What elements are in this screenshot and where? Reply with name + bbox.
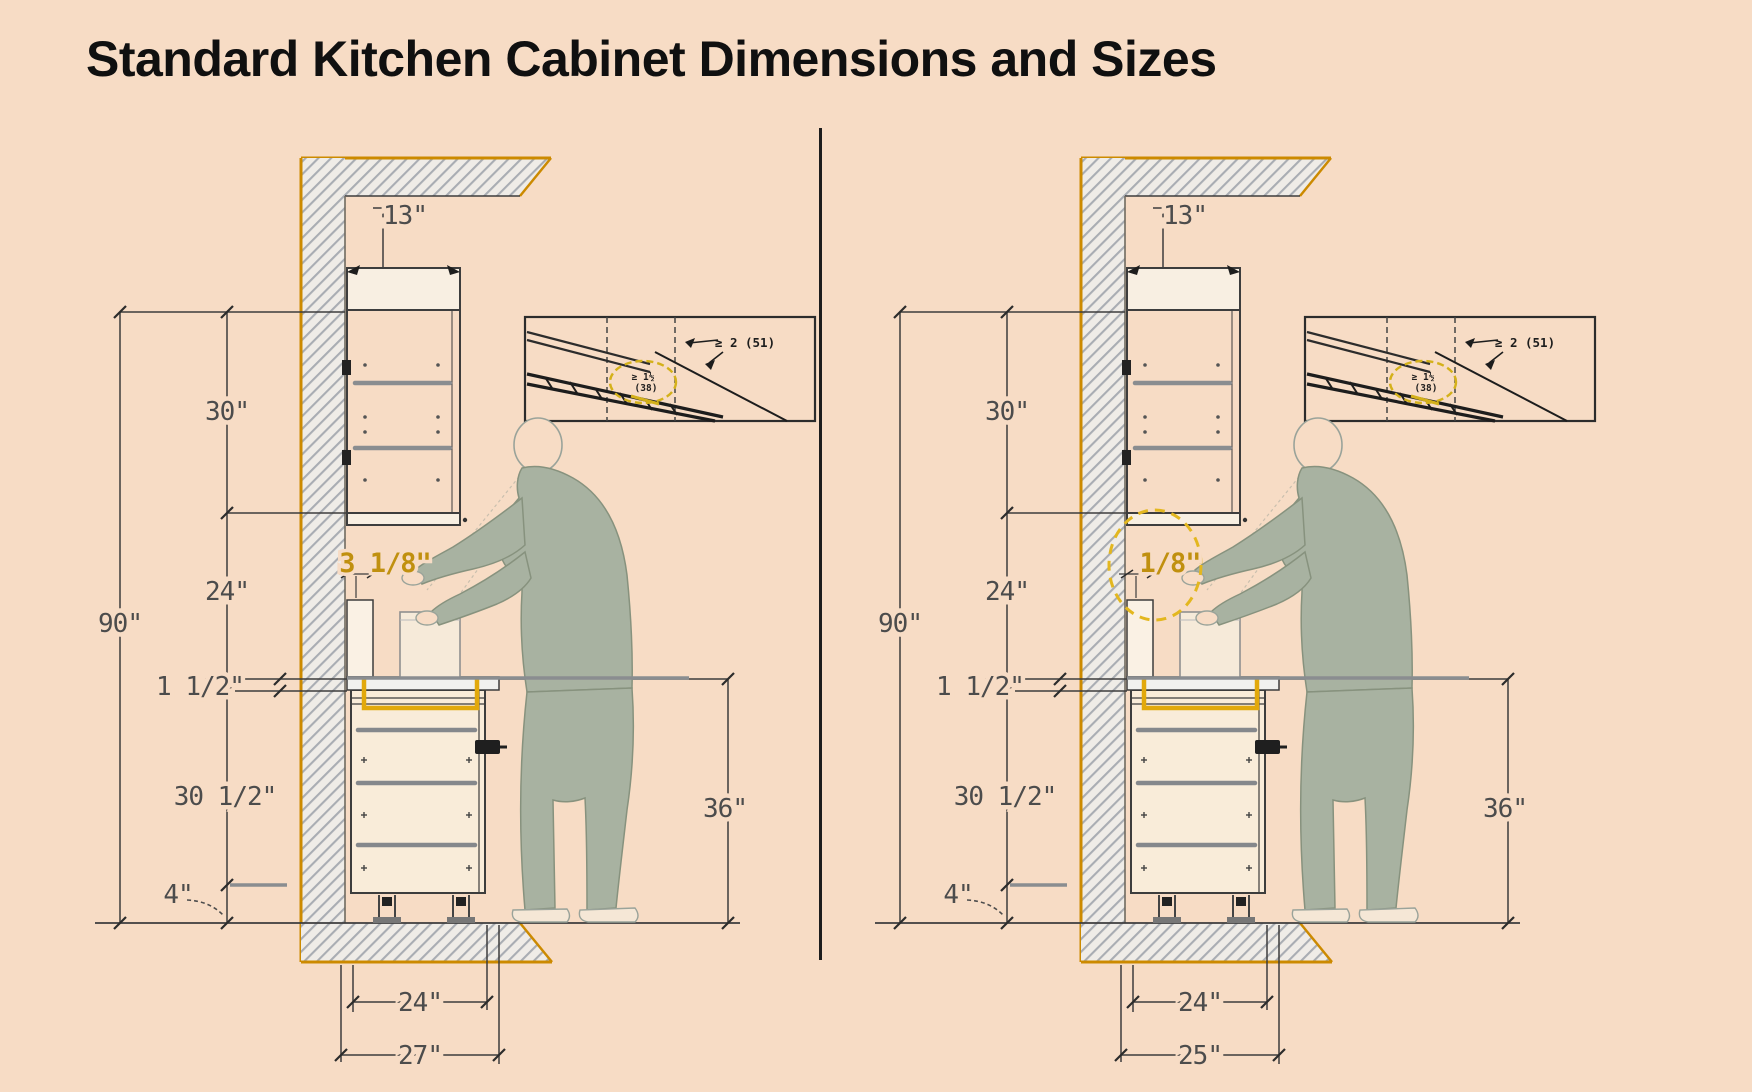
dim-base-cabinet-height: 30 1/2" <box>174 782 277 812</box>
kitchen-section-diagram-right: 13" 30" 24" 90" 1 1/2" 30 1/2" 4" 1/8" 3… <box>855 120 1605 1076</box>
inset-min-overhang-label: ≥ 2 (51) <box>715 335 775 350</box>
dim-total-depth: 27" <box>398 1041 442 1071</box>
dim-counter-to-cabinet: 24" <box>205 577 249 607</box>
dimension-labels-left: 13" 30" 24" 90" 1 1/2" 30 1/2" 4" 3 1/8"… <box>94 197 776 1076</box>
dimension-labels-right: 13" 30" 24" 90" 1 1/2" 30 1/2" 4" 1/8" 3… <box>874 197 1556 1076</box>
dim-counter-height: 36" <box>1483 794 1527 824</box>
inset-min-clearance-label: ≥ 1½ <box>1412 372 1435 383</box>
dim-wall-cabinet-height: 30" <box>205 397 249 427</box>
kitchen-section-diagram-left: 13" 30" 24" 90" 1 1/2" 30 1/2" 4" 3 1/8"… <box>75 120 825 1076</box>
dim-backsplash-thickness: 3 1/8" <box>339 548 431 579</box>
inset-min-clearance-label: ≥ 1½ <box>632 372 655 383</box>
backsplash-highlight-circle <box>1107 508 1203 622</box>
inset-min-overhang-label: ≥ 2 (51) <box>1495 335 1555 350</box>
page-title: Standard Kitchen Cabinet Dimensions and … <box>86 31 1217 87</box>
dim-wall-cabinet-depth: 13" <box>383 201 427 231</box>
inset-min-clearance-mm-label: (38) <box>635 383 658 394</box>
dim-countertop-thickness: 1 1/2" <box>936 672 1024 702</box>
dim-counter-height: 36" <box>703 794 747 824</box>
dim-counter-to-cabinet: 24" <box>985 577 1029 607</box>
dim-base-depth: 24" <box>398 988 442 1018</box>
dim-toe-kick-height: 4" <box>943 880 972 910</box>
dim-total-height: 90" <box>98 609 142 639</box>
diagram-divider <box>819 128 822 960</box>
dim-base-depth: 24" <box>1178 988 1222 1018</box>
dim-wall-cabinet-height: 30" <box>985 397 1029 427</box>
dim-base-cabinet-height: 30 1/2" <box>954 782 1057 812</box>
inset-min-clearance-mm-label: (38) <box>1415 383 1438 394</box>
dim-wall-cabinet-depth: 13" <box>1163 201 1207 231</box>
dim-toe-kick-height: 4" <box>163 880 192 910</box>
dim-backsplash-thickness: 1/8" <box>1139 548 1200 579</box>
dim-total-height: 90" <box>878 609 922 639</box>
dim-total-depth: 25" <box>1178 1041 1222 1071</box>
dim-countertop-thickness: 1 1/2" <box>156 672 244 702</box>
